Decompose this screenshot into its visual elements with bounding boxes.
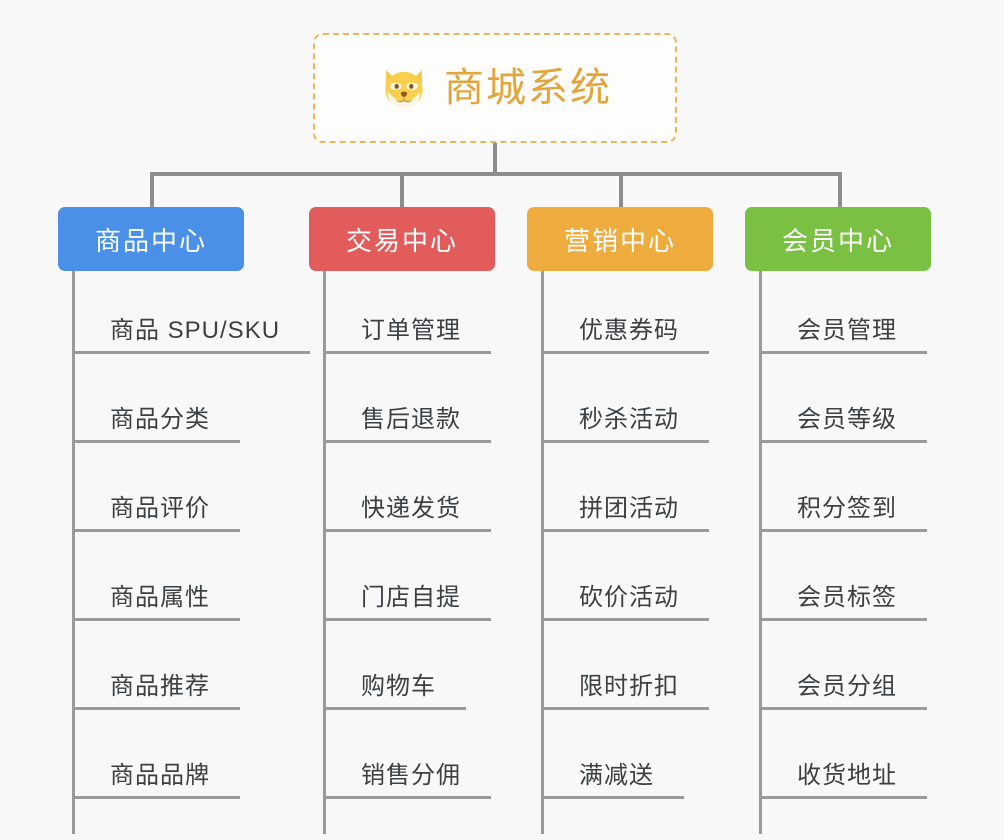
connector-drop-4 [838, 172, 842, 208]
dog-face-icon [385, 70, 423, 110]
root-node-wrapper: 商城系统 [313, 33, 677, 143]
category-box-1[interactable]: 交易中心 [309, 207, 495, 271]
connector-drop-1 [150, 172, 154, 208]
leaf-label: 拼团活动 [541, 488, 709, 532]
connector-drop-3 [619, 172, 623, 208]
leaf-list-3: 会员管理 会员等级 积分签到 会员标签 会员分组 收货地址 [759, 271, 927, 805]
category-box-3[interactable]: 会员中心 [745, 207, 931, 271]
leaf-item[interactable]: 收货地址 [759, 716, 927, 805]
leaf-label: 会员管理 [759, 310, 927, 354]
connector-drop-2 [400, 172, 404, 208]
leaf-label: 商品 SPU/SKU [72, 310, 311, 354]
leaf-label: 商品推荐 [72, 666, 240, 710]
leaf-label: 砍价活动 [541, 577, 709, 621]
leaf-item[interactable]: 销售分佣 [323, 716, 491, 805]
leaf-label: 商品分类 [72, 399, 240, 443]
leaf-list-2: 优惠券码 秒杀活动 拼团活动 砍价活动 限时折扣 满减送 [541, 271, 709, 805]
leaf-item[interactable]: 拼团活动 [541, 449, 709, 538]
leaf-item[interactable]: 会员管理 [759, 271, 927, 360]
branch-trunk-2 [541, 271, 544, 834]
leaf-label: 优惠券码 [541, 310, 709, 354]
leaf-label: 商品品牌 [72, 755, 240, 799]
leaf-item[interactable]: 限时折扣 [541, 627, 709, 716]
leaf-item[interactable]: 售后退款 [323, 360, 491, 449]
leaf-item[interactable]: 门店自提 [323, 538, 491, 627]
leaf-label: 会员分组 [759, 666, 927, 710]
leaf-label: 商品评价 [72, 488, 240, 532]
leaf-label: 商品属性 [72, 577, 240, 621]
leaf-label: 满减送 [541, 755, 684, 799]
branch-trunk-0 [72, 271, 75, 834]
connector-horizontal-bus [150, 172, 840, 176]
leaf-item[interactable]: 商品分类 [72, 360, 310, 449]
leaf-label: 会员标签 [759, 577, 927, 621]
root-node[interactable]: 商城系统 [313, 33, 677, 143]
leaf-item[interactable]: 商品 SPU/SKU [72, 271, 311, 360]
leaf-label: 秒杀活动 [541, 399, 709, 443]
leaf-item[interactable]: 购物车 [323, 627, 491, 716]
leaf-list-0: 商品 SPU/SKU 商品分类 商品评价 商品属性 商品推荐 商品品牌 [72, 271, 311, 805]
leaf-label: 限时折扣 [541, 666, 709, 710]
leaf-item[interactable]: 砍价活动 [541, 538, 709, 627]
leaf-item[interactable]: 会员等级 [759, 360, 927, 449]
leaf-item[interactable]: 积分签到 [759, 449, 927, 538]
leaf-item[interactable]: 商品品牌 [72, 716, 310, 805]
category-label-0: 商品中心 [94, 225, 207, 256]
connector-root-stem [493, 143, 497, 174]
leaf-item[interactable]: 订单管理 [323, 271, 491, 360]
root-title: 商城系统 [444, 66, 612, 110]
leaf-label: 会员等级 [759, 399, 927, 443]
leaf-item[interactable]: 商品评价 [72, 449, 310, 538]
category-label-1: 交易中心 [345, 225, 458, 256]
category-box-2[interactable]: 营销中心 [527, 207, 713, 271]
leaf-item[interactable]: 秒杀活动 [541, 360, 709, 449]
leaf-label: 门店自提 [323, 577, 491, 621]
leaf-item[interactable]: 优惠券码 [541, 271, 709, 360]
leaf-label: 售后退款 [323, 399, 491, 443]
leaf-item[interactable]: 会员标签 [759, 538, 927, 627]
leaf-item[interactable]: 商品属性 [72, 538, 310, 627]
leaf-label: 购物车 [323, 666, 466, 710]
leaf-item[interactable]: 会员分组 [759, 627, 927, 716]
branch-trunk-3 [759, 271, 762, 834]
leaf-item[interactable]: 快递发货 [323, 449, 491, 538]
leaf-label: 销售分佣 [323, 755, 491, 799]
leaf-list-1: 订单管理 售后退款 快递发货 门店自提 购物车 销售分佣 [323, 271, 491, 805]
leaf-label: 收货地址 [759, 755, 927, 799]
leaf-label: 积分签到 [759, 488, 927, 532]
leaf-label: 快递发货 [323, 488, 491, 532]
leaf-item[interactable]: 满减送 [541, 716, 709, 805]
category-label-2: 营销中心 [563, 225, 676, 256]
branch-trunk-1 [323, 271, 326, 834]
category-label-3: 会员中心 [781, 225, 894, 256]
leaf-label: 订单管理 [323, 310, 491, 354]
category-box-0[interactable]: 商品中心 [58, 207, 244, 271]
leaf-item[interactable]: 商品推荐 [72, 627, 310, 716]
